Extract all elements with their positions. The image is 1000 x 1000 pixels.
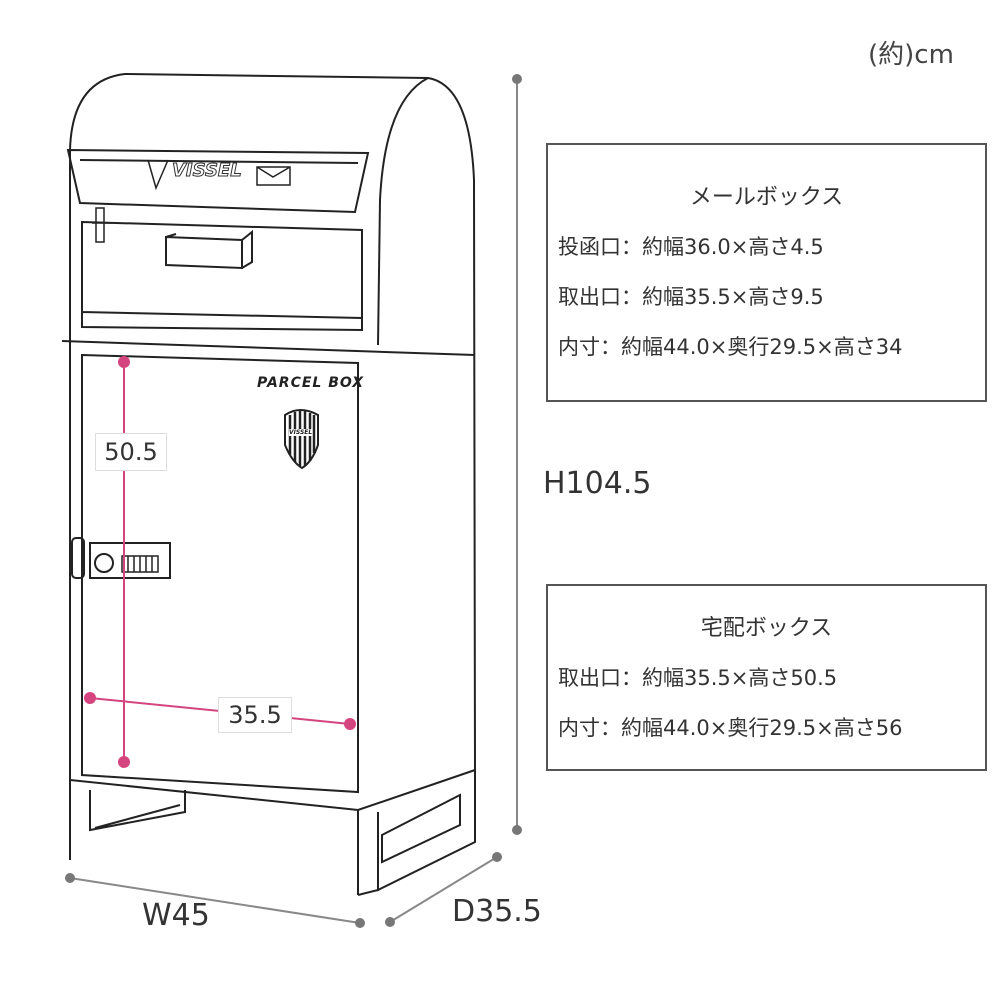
opening-width-label: 35.5: [218, 697, 292, 733]
mailbox-handle: [165, 229, 253, 270]
dimension-dot: [385, 917, 395, 927]
parcel-spec-line: 内寸：約幅44.0×奥行29.5×高さ56: [558, 716, 903, 740]
dimension-dot: [512, 74, 522, 84]
mail-slot-flap: [66, 148, 370, 214]
parcel-door: [81, 353, 359, 794]
width-dimension: W45: [142, 898, 210, 933]
opening-dot: [344, 718, 356, 730]
mailbox-spec-line: 取出口：約幅35.5×高さ9.5: [558, 285, 824, 309]
mailbox-spec-box: メールボックス 投函口：約幅36.0×高さ4.5 取出口：約幅35.5×高さ9.…: [546, 143, 987, 402]
opening-dot: [118, 756, 130, 768]
dimension-dot: [492, 852, 502, 862]
envelope-icon: [256, 166, 291, 186]
parcel-spec-title: 宅配ボックス: [700, 616, 833, 641]
parcel-box-label: PARCEL BOX: [257, 375, 365, 391]
dial-lock: [89, 542, 171, 579]
width-dimension-line: [69, 877, 361, 924]
lock-dials: [121, 555, 159, 573]
parcel-spec-box: 宅配ボックス 取出口：約幅35.5×高さ50.5 内寸：約幅44.0×奥行29.…: [546, 584, 987, 771]
opening-height-label: 50.5: [95, 433, 167, 471]
opening-dot: [84, 692, 96, 704]
dimension-dot: [65, 873, 75, 883]
mailbox-dome-outline: [69, 72, 476, 771]
lock-key-icon: [94, 553, 114, 573]
unit-note: (約)cm: [868, 40, 954, 70]
depth-dimension: D35.5: [452, 894, 542, 929]
opening-dot: [118, 356, 130, 368]
depth-dimension-line: [389, 856, 498, 923]
lock-latch: [71, 537, 85, 579]
opening-dimension-dots: [84, 356, 356, 768]
height-dimension: H104.5: [543, 466, 652, 501]
mailbox-spec-line: 内寸：約幅44.0×奥行29.5×高さ34: [558, 335, 903, 359]
section-divider: [61, 340, 476, 356]
dimension-dots: [65, 74, 522, 928]
mailbox-door: [81, 220, 363, 332]
vissel-v-logo: [147, 159, 169, 191]
parcel-spec-line: 取出口：約幅35.5×高さ50.5: [558, 666, 838, 690]
dimension-lines: [69, 79, 518, 924]
mailbox-spec-line: 投函口：約幅36.0×高さ4.5: [558, 235, 824, 259]
mailbox-spec-title: メールボックス: [689, 185, 844, 210]
shield-stripes: [288, 410, 316, 466]
dimension-dot: [512, 825, 522, 835]
lower-body-outline: [69, 345, 476, 896]
brand-logo: VISSEL: [172, 160, 243, 182]
hinge-icon: [92, 207, 112, 243]
dimension-dot: [355, 918, 365, 928]
side-leg: [377, 770, 476, 892]
front-leg-cutout: [89, 790, 186, 832]
shield-text: VISSEL: [289, 429, 313, 436]
dome-inner-edge: [377, 77, 429, 346]
